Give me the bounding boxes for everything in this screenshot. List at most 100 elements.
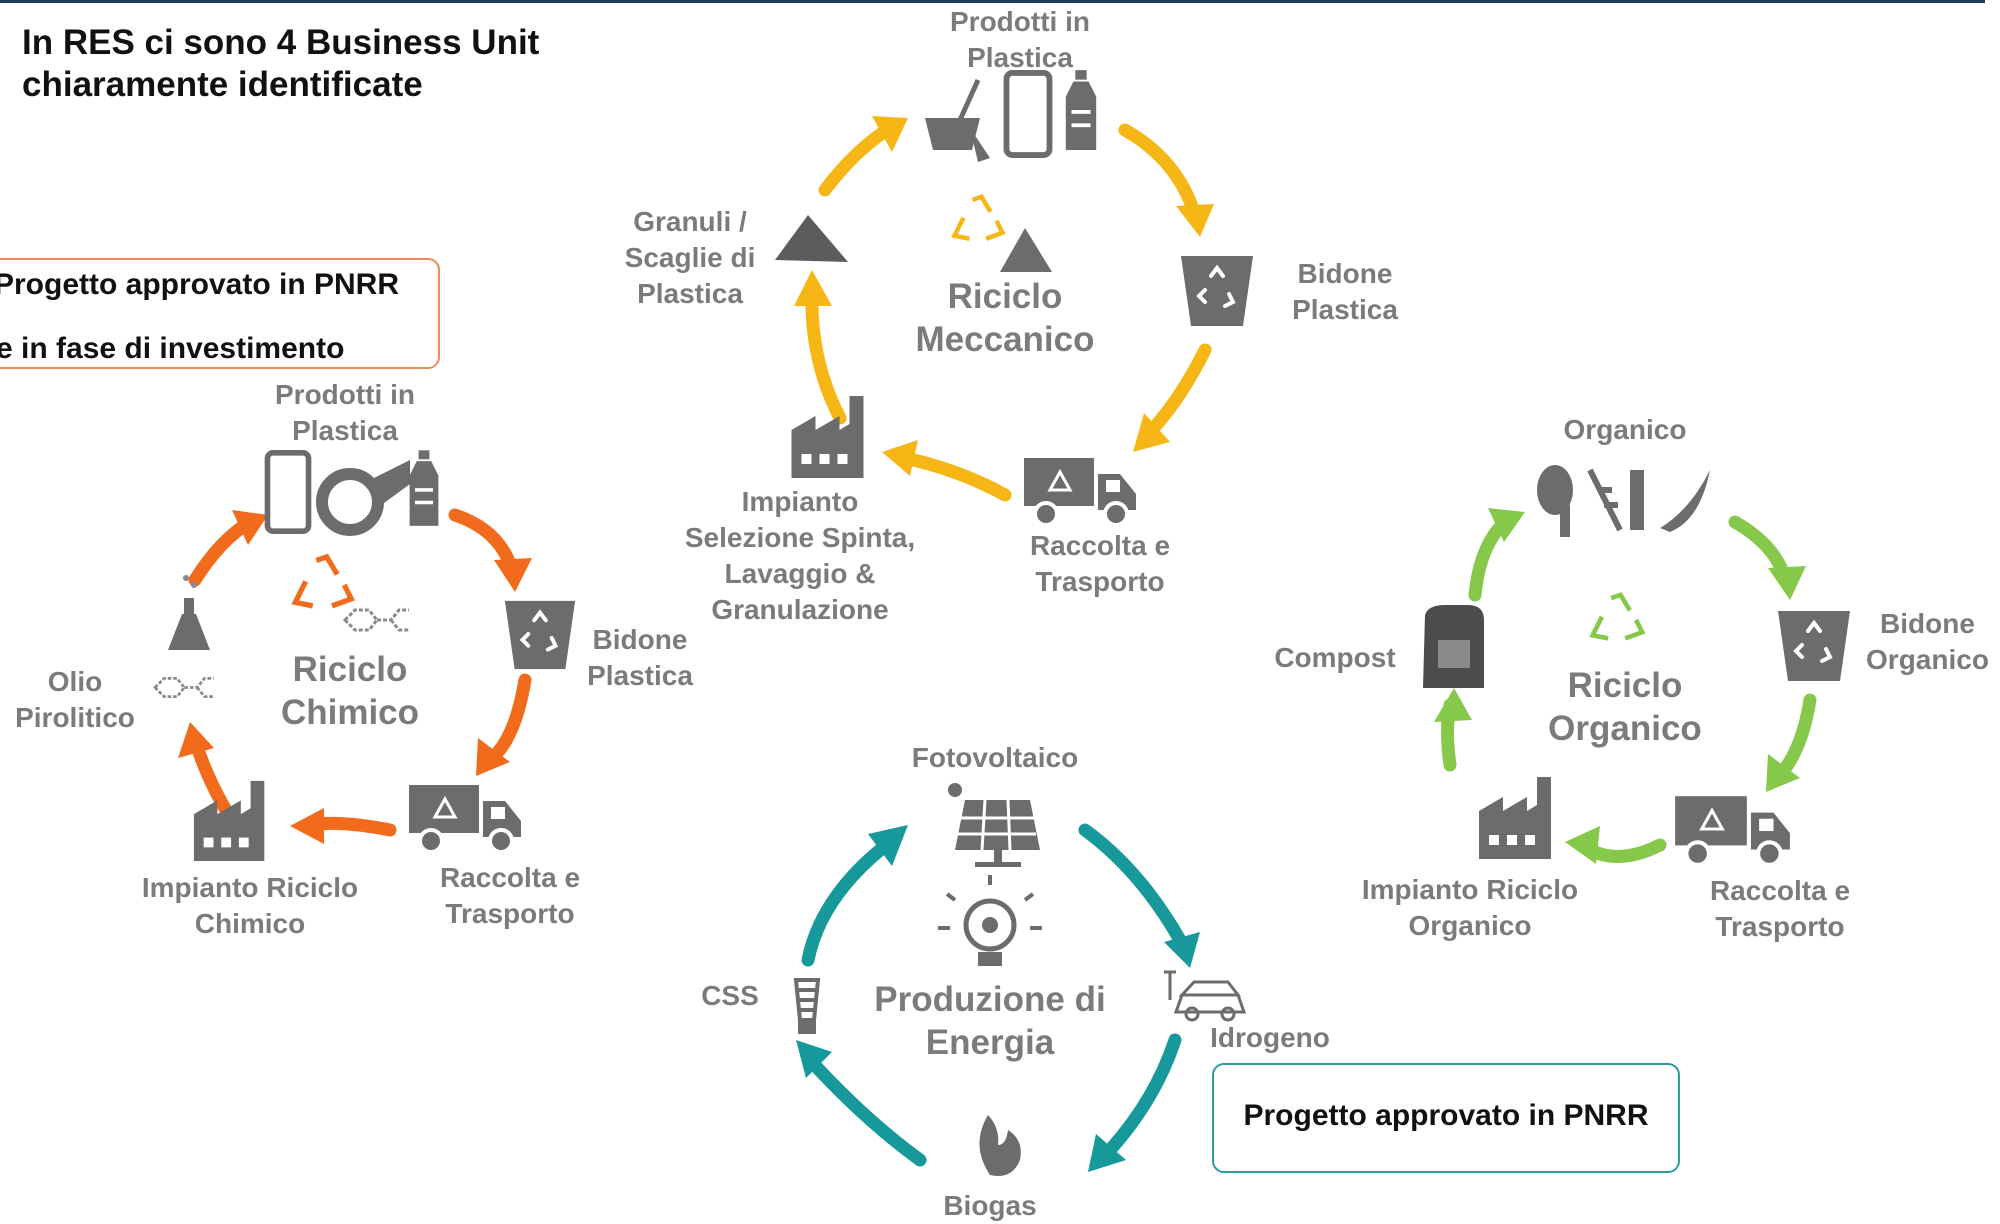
label-line: Organico	[1408, 910, 1532, 941]
phone-icon	[267, 453, 308, 531]
chemical-transport-label: Raccolta e Trasporto	[420, 860, 600, 932]
bulb-icon	[793, 978, 821, 1034]
pnrr-investment-callout: Progetto approvato in PNRR e in fase di …	[0, 258, 440, 369]
top-border	[0, 0, 1985, 3]
page-title-line-1: In RES ci sono 4 Business Unit	[22, 23, 540, 62]
mechanical-cycle	[775, 70, 1255, 527]
molecule-icon	[153, 676, 216, 699]
organic-cycle	[1423, 465, 1850, 865]
label-line: Idrogeno	[1210, 1022, 1330, 1053]
organic-bin-label: Bidone Organico	[1855, 606, 2000, 678]
truck-icon	[1675, 796, 1790, 865]
mechanical-granules-label: Granuli / Scaglie di Plastica	[600, 204, 780, 312]
bin-icon	[1778, 611, 1850, 681]
label-line: CSS	[701, 980, 759, 1011]
label-line: Organico	[1548, 709, 1702, 748]
chemical-oil-label: Olio Pirolitico	[5, 664, 145, 736]
label-line: Fotovoltaico	[911, 742, 1079, 773]
mechanical-arrows	[805, 121, 1212, 502]
chemical-center-label: Riciclo Chimico	[250, 648, 450, 734]
mechanical-bin-label: Bidone Plastica	[1275, 256, 1415, 328]
bottle-icon	[1065, 70, 1097, 150]
label-line: Riciclo	[947, 277, 1063, 316]
arrowhead	[794, 270, 832, 306]
mechanical-plant-label: Impianto Selezione Spinta, Lavaggio & Gr…	[660, 484, 940, 628]
label-line: Riciclo	[1567, 666, 1683, 705]
truck-icon	[407, 783, 523, 854]
label-line: Chimico	[280, 693, 420, 732]
label-line: Pirolitico	[15, 702, 135, 733]
label-line: Raccolta e	[439, 862, 581, 893]
label-line: Plastica	[1292, 294, 1398, 325]
energy-center-label: Produzione di Energia	[860, 978, 1120, 1064]
food-waste-icon	[1537, 465, 1710, 537]
label-line: Selezione Spinta,	[684, 522, 916, 553]
arrowhead	[1488, 508, 1525, 542]
arrowhead	[494, 558, 532, 592]
arrowhead	[1088, 1134, 1126, 1172]
label-line: Plastica	[292, 415, 398, 446]
label-line: Plastica	[637, 278, 743, 309]
recycle-icon	[295, 557, 351, 606]
energy-hydrogen-label: Idrogeno	[1200, 1020, 1340, 1056]
tape-icon	[316, 460, 410, 536]
label-line: Chimico	[194, 908, 306, 939]
label-line: Organico	[1563, 414, 1687, 445]
callout-line: Progetto approvato in PNRR	[1243, 1099, 1649, 1132]
arrowhead	[232, 510, 268, 545]
label-line: Impianto	[741, 486, 859, 517]
organic-plant-label: Impianto Riciclo Organico	[1350, 872, 1590, 944]
factory-icon	[1479, 777, 1551, 859]
arrowhead	[1133, 413, 1170, 452]
label-line: Impianto Riciclo	[1361, 874, 1579, 905]
label-line: Organico	[1866, 644, 1989, 675]
recycle-leaf-icon	[1593, 595, 1643, 638]
label-line: Produzione di	[874, 980, 1106, 1019]
label-line: Prodotti in	[950, 6, 1090, 37]
energy-cycle	[793, 783, 1247, 1176]
energy-pv-label: Fotovoltaico	[900, 740, 1090, 776]
granules-icon	[1000, 228, 1052, 272]
label-line: Bidone	[1297, 258, 1393, 289]
arrowhead	[1164, 932, 1200, 968]
arrowhead	[1176, 204, 1214, 237]
label-line: Raccolta e	[1029, 530, 1171, 561]
label-line: Plastica	[967, 42, 1073, 73]
label-line: Olio	[47, 666, 103, 697]
mechanical-products-label: Prodotti in Plastica	[920, 4, 1120, 76]
label-line: Meccanico	[915, 320, 1095, 359]
label-line: Impianto Riciclo	[141, 872, 359, 903]
label-line: Trasporto	[1715, 911, 1845, 942]
label-line: Raccolta e	[1709, 875, 1851, 906]
lightbulb-gear-icon	[938, 875, 1042, 966]
phone-icon	[1006, 73, 1049, 155]
energy-arrows	[801, 823, 1187, 1167]
callout-line: Progetto approvato in PNRR	[0, 268, 400, 301]
compost-bag-icon	[1423, 605, 1484, 688]
bottle-icon	[409, 450, 439, 526]
arrowhead	[1768, 566, 1806, 600]
arrowhead	[178, 722, 214, 758]
label-line: Lavaggio &	[724, 558, 876, 589]
arrowhead	[868, 825, 908, 866]
label-line: Plastica	[587, 660, 693, 691]
arrowhead	[882, 440, 918, 476]
arrowhead	[872, 116, 908, 152]
label-line: Bidone	[592, 624, 688, 655]
chemical-products-label: Prodotti in Plastica	[245, 377, 445, 449]
organic-compost-label: Compost	[1260, 640, 1410, 676]
bin-icon	[502, 598, 578, 672]
arrowhead	[290, 808, 324, 844]
pnrr-approved-callout: Progetto approvato in PNRR	[1212, 1063, 1680, 1173]
mechanical-transport-label: Raccolta e Trasporto	[1005, 528, 1195, 600]
energy-css-label: CSS	[695, 978, 765, 1014]
arrowhead	[1434, 688, 1472, 722]
car-plug-icon	[1164, 970, 1247, 1022]
bin-icon	[1179, 254, 1255, 328]
chemical-cycle	[153, 450, 578, 862]
organic-waste-label: Organico	[1540, 412, 1710, 448]
bucket-icon	[925, 78, 990, 162]
chemical-bin-label: Bidone Plastica	[570, 622, 710, 694]
label-line: Granuli /	[633, 206, 747, 237]
